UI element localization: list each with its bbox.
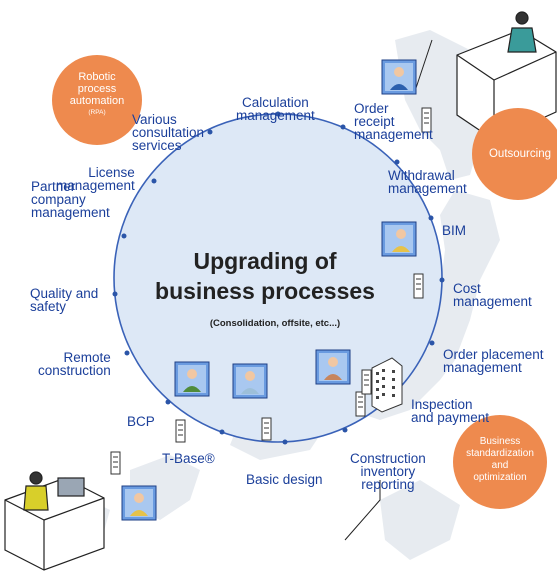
label-inspection-and-payment: Inspection and payment: [411, 397, 490, 425]
center-subtitle: (Consolidation, offsite, etc...): [209, 318, 341, 329]
label-calculation-management: Calculation management: [236, 95, 315, 123]
label-bcp: BCP: [127, 414, 155, 429]
label-basic-design: Basic design: [246, 472, 323, 487]
server-icon: [110, 451, 121, 475]
server-icon: [175, 419, 186, 443]
center-title: Upgrading of business processes: [155, 248, 375, 304]
outsourcing-bubble: [472, 108, 557, 200]
server-icons: [110, 107, 432, 475]
person-window-icon: [315, 349, 351, 385]
person-window-icons: [121, 59, 417, 521]
label-quality-and-safety: Quality and safety: [30, 286, 99, 314]
rpa-bubble-subtext: (RPA): [88, 109, 106, 116]
business-bubble-text: Business standardization and optimizatio…: [466, 436, 534, 483]
label-partner-company-management: Partner company management: [31, 179, 110, 220]
person-window-icon: [381, 59, 417, 95]
person-window-icon: [121, 485, 157, 521]
server-icon: [361, 369, 372, 395]
business-bubble: [453, 415, 547, 509]
server-icon: [421, 107, 432, 133]
desk-worker-bottom-left: [4, 471, 105, 571]
person-window-icon: [174, 361, 210, 397]
label-order-placement-management: Order placement management: [443, 347, 544, 375]
label-construction-inventory-reporting: Construction inventory reporting: [350, 451, 426, 492]
building-icon: [371, 357, 403, 413]
person-window-icon: [232, 363, 268, 399]
outsourcing-bubble-text: Outsourcing: [488, 148, 551, 160]
server-icon: [413, 273, 424, 299]
rpa-bubble-text: Robotic process automation: [69, 71, 125, 107]
label-withdrawal-management: Withdrawal management: [388, 168, 467, 196]
server-icon: [261, 417, 272, 441]
person-window-icon: [381, 221, 417, 257]
label-license-management: License management: [56, 165, 135, 193]
label-cost-management: Cost management: [453, 281, 532, 309]
label-tbase: T-Base®: [162, 451, 215, 466]
server-icon: [355, 391, 366, 417]
rpa-bubble: [52, 55, 142, 145]
label-order-receipt-management: Order receipt management: [354, 101, 433, 142]
label-various-consultation-services: Various consultation services: [132, 112, 205, 153]
label-bim: BIM: [442, 223, 467, 238]
label-remote-construction: Remote construction: [38, 350, 111, 378]
